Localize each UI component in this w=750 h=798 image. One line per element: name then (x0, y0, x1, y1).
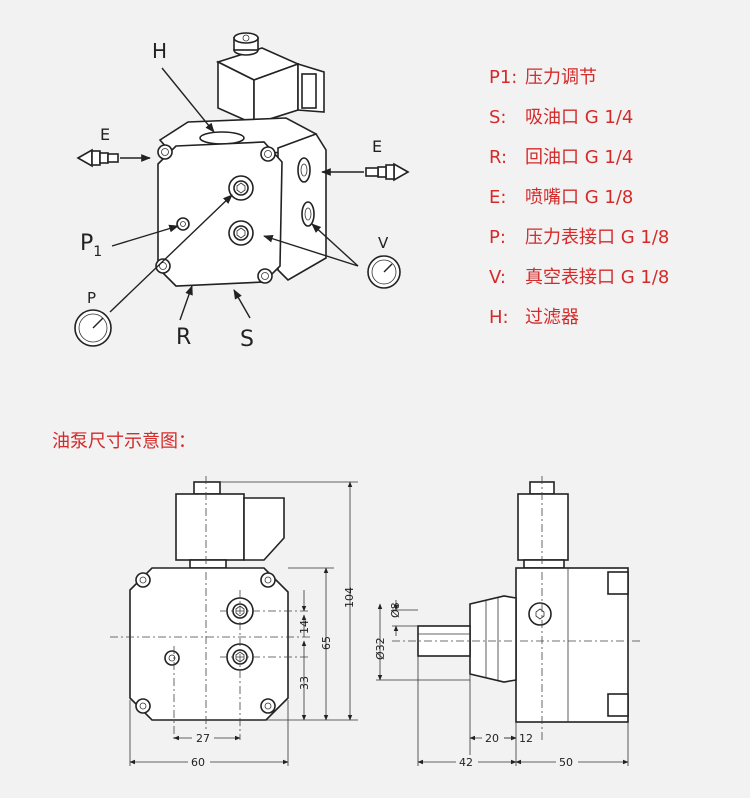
legend-key: S: (489, 107, 507, 128)
front-dimension-view: 104 65 14 33 27 60 (110, 476, 358, 769)
legend-row-v: V: 真空表接口 G 1/8 (489, 258, 669, 298)
legend-key: V: (489, 267, 506, 288)
solenoid-coil (215, 32, 325, 126)
dim-14: 14 (298, 620, 311, 634)
dim-20: 20 (485, 732, 499, 745)
suction-port-s (228, 220, 254, 246)
legend-value: 压力调节 (525, 67, 597, 88)
side-port-upper (297, 157, 311, 183)
callout-h: H (152, 39, 167, 63)
nozzle-right (321, 162, 410, 182)
dimension-section-title: 油泵尺寸示意图： (52, 431, 196, 452)
legend-value: 喷嘴口 G 1/8 (525, 187, 634, 208)
filter-cap (199, 131, 245, 145)
legend-value: 回油口 G 1/4 (525, 147, 634, 168)
callout-r: R (176, 325, 191, 350)
dim-dia-8: Ø8 (389, 602, 402, 618)
legend-row-p: P: 压力表接口 G 1/8 (489, 218, 669, 258)
legend-row-r: R: 回油口 G 1/4 (489, 138, 669, 178)
side-dimension-view: Ø8 Ø32 20 12 42 50 (374, 476, 640, 769)
legend-row-s: S: 吸油口 G 1/4 (489, 98, 669, 138)
dim-104: 104 (343, 587, 356, 608)
dim-50: 50 (559, 756, 573, 769)
legend-row-h: H: 过滤器 (489, 298, 669, 338)
nozzle-left (76, 148, 151, 168)
pump-side-face (277, 133, 327, 282)
dim-dia-32: Ø32 (374, 637, 387, 660)
callout-p-gauge: P (87, 289, 96, 307)
pressure-adjust-screw (176, 217, 190, 231)
callout-p1: P1 (80, 231, 102, 260)
legend-value: 吸油口 G 1/4 (525, 107, 634, 128)
pump-front-face (157, 141, 283, 287)
legend-value: 压力表接口 G 1/8 (525, 227, 670, 248)
legend-row-e: E: 喷嘴口 G 1/8 (489, 178, 669, 218)
legend-key: H: (489, 307, 509, 328)
dim-33: 33 (298, 676, 311, 690)
dim-27: 27 (196, 732, 210, 745)
callout-s: S (240, 327, 254, 352)
legend-key: P: (489, 227, 506, 248)
dim-60: 60 (191, 756, 205, 769)
callout-e-left: E (100, 125, 110, 144)
callout-leaders (109, 67, 359, 321)
pressure-gauge (74, 309, 112, 347)
side-port-lower (301, 201, 315, 227)
legend-key: P1: (489, 67, 518, 88)
legend-value: 过滤器 (525, 307, 579, 328)
port-legend: P1: 压力调节 S: 吸油口 G 1/4 R: 回油口 G 1/4 E: 喷嘴口 G … (489, 58, 669, 338)
legend-key: E: (489, 187, 507, 208)
dim-42: 42 (459, 756, 473, 769)
dim-12: 12 (519, 732, 533, 745)
legend-key: R: (489, 147, 508, 168)
corner-bolts (155, 144, 276, 284)
dim-65: 65 (320, 636, 333, 650)
legend-value: 真空表接口 G 1/8 (525, 267, 670, 288)
legend-row-p1: P1: 压力调节 (489, 58, 669, 98)
isometric-pump-view: H E E P1 P V R S (74, 32, 410, 352)
vacuum-gauge (367, 255, 401, 289)
callout-v: V (378, 234, 389, 252)
callout-e-right: E (372, 137, 382, 156)
return-port-r (228, 175, 254, 201)
